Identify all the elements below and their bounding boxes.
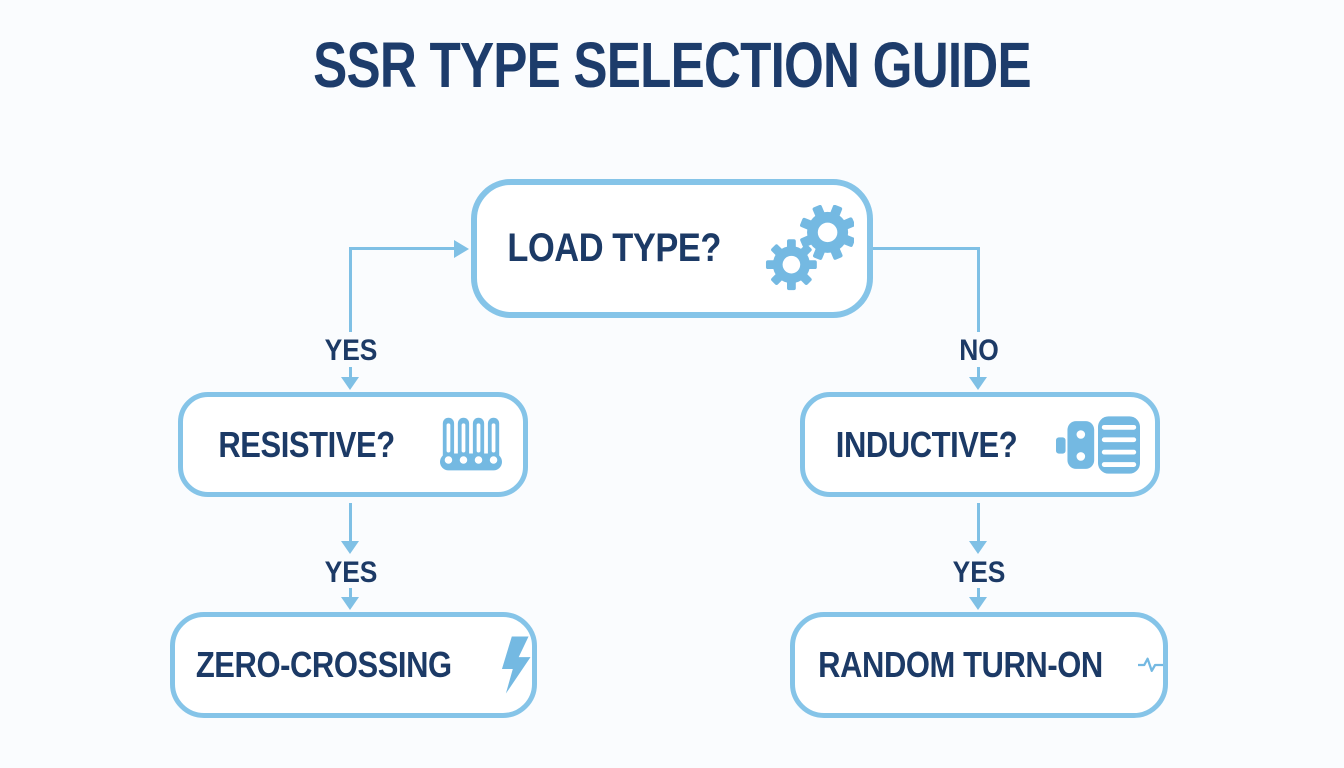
flow-node-resistive: RESISTIVE? [178, 392, 528, 497]
edge-label-yes-right-bottom: YES [952, 556, 1006, 589]
pulse-waveform-icon [1137, 657, 1163, 672]
edge-stub-right [977, 367, 980, 378]
edge-stub-right-bottom [977, 588, 980, 598]
edge-label-yes-left: YES [324, 334, 378, 367]
edge-line-inductive-down [977, 503, 980, 543]
inductive-label: INDUCTIVE? [835, 423, 1017, 465]
flow-node-inductive: INDUCTIVE? [800, 392, 1160, 497]
flow-node-load-type: LOAD TYPE? [471, 179, 873, 318]
edge-arrowhead-above-yes-left [341, 541, 359, 554]
edge-line-resistive-down [349, 503, 352, 543]
edge-line-load-left-horizontal [350, 247, 456, 250]
motor-icon [1055, 415, 1140, 474]
edge-line-load-left-vertical [349, 247, 352, 332]
gears-icon [766, 204, 855, 290]
edge-arrowhead-into-load [454, 240, 469, 258]
edge-arrowhead-into-resistive [341, 377, 359, 390]
edge-arrowhead-into-zero-crossing [341, 597, 359, 610]
load-type-label: LOAD TYPE? [507, 226, 721, 270]
edge-label-no-right: NO [959, 334, 999, 367]
edge-arrowhead-into-random-turn-on [969, 597, 987, 610]
edge-stub-left-bottom [349, 588, 352, 598]
lightning-bolt-icon [501, 636, 531, 694]
page-title: SSR TYPE SELECTION GUIDE [313, 29, 1031, 101]
resistive-label: RESISTIVE? [218, 423, 396, 465]
edge-label-yes-left-bottom: YES [324, 556, 378, 589]
random-turn-on-label: RANDOM TURN-ON [818, 644, 1103, 685]
edge-line-load-right-vertical [977, 247, 980, 332]
edge-stub-left [349, 367, 352, 378]
zero-crossing-label: ZERO-CROSSING [195, 644, 452, 685]
edge-line-load-right-horizontal [873, 247, 980, 250]
edge-arrowhead-above-yes-right [969, 541, 987, 554]
flow-node-zero-crossing: ZERO-CROSSING [170, 612, 537, 718]
heating-element-icon [439, 417, 502, 470]
edge-arrowhead-into-inductive [969, 377, 987, 390]
flow-node-random-turn-on: RANDOM TURN-ON [790, 612, 1168, 718]
